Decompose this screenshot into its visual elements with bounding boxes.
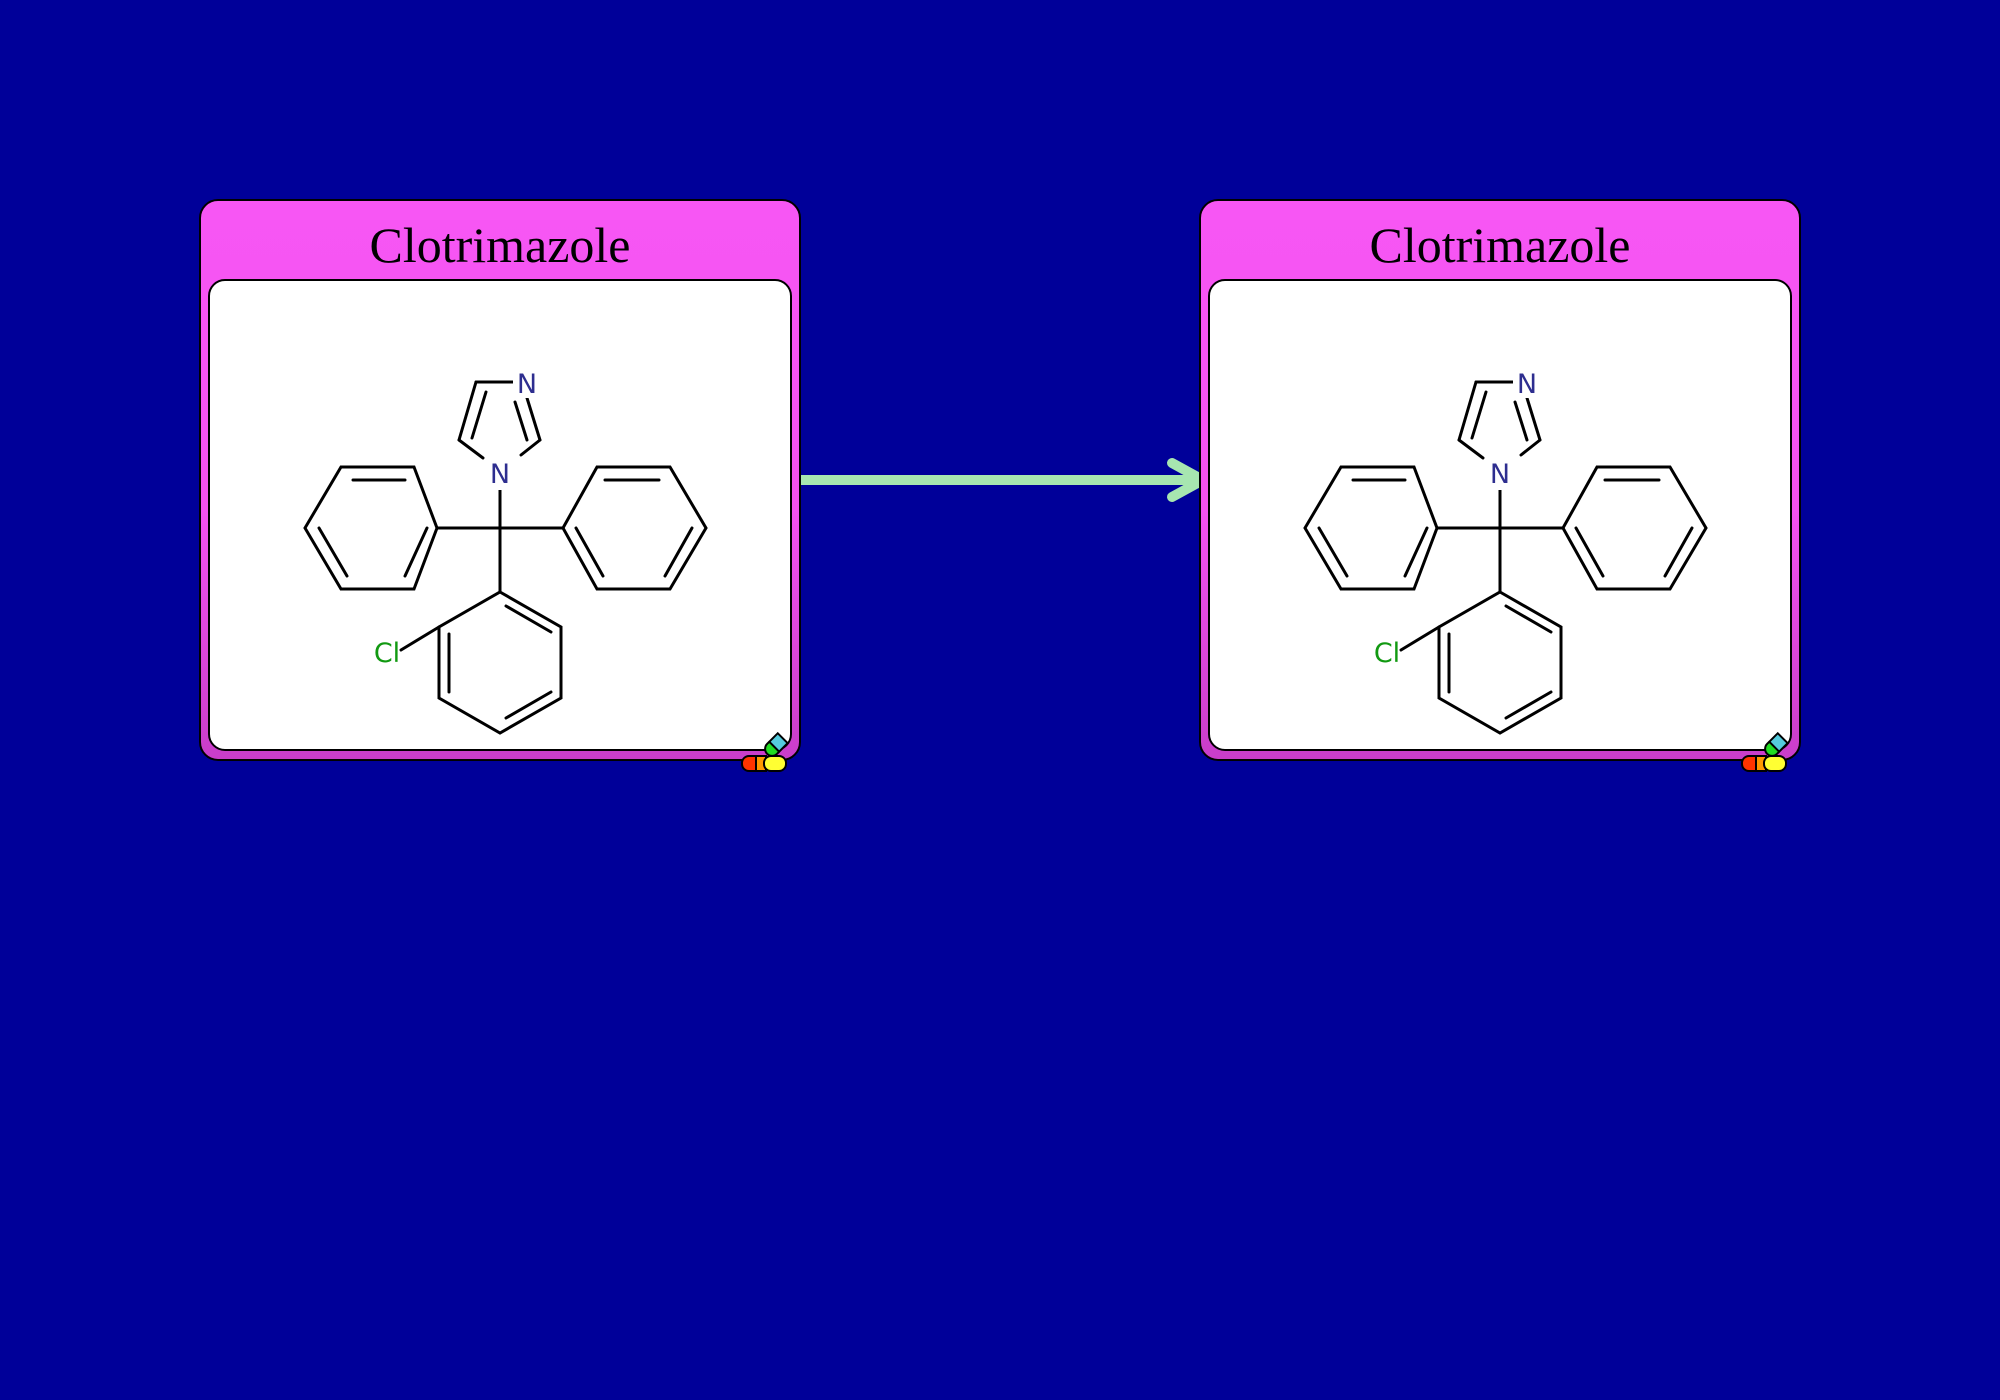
atom-label-n: N xyxy=(517,369,537,400)
compound-name: Clotrimazole xyxy=(369,217,630,273)
atom-label-n: N xyxy=(1517,369,1537,400)
atom-label-n: N xyxy=(1490,459,1510,490)
atom-label-cl: Cl xyxy=(374,638,400,669)
molecule-structure: N N Cl xyxy=(303,368,708,735)
molecule-structure: N N Cl xyxy=(1303,368,1708,735)
product-card[interactable]: Clotrimazole N N Cl xyxy=(1199,199,1801,772)
atom-label-cl: Cl xyxy=(1374,638,1400,669)
compound-name: Clotrimazole xyxy=(1369,217,1630,273)
reactant-card[interactable]: Clotrimazole N N Cl xyxy=(199,199,801,772)
atom-label-n: N xyxy=(490,459,510,490)
